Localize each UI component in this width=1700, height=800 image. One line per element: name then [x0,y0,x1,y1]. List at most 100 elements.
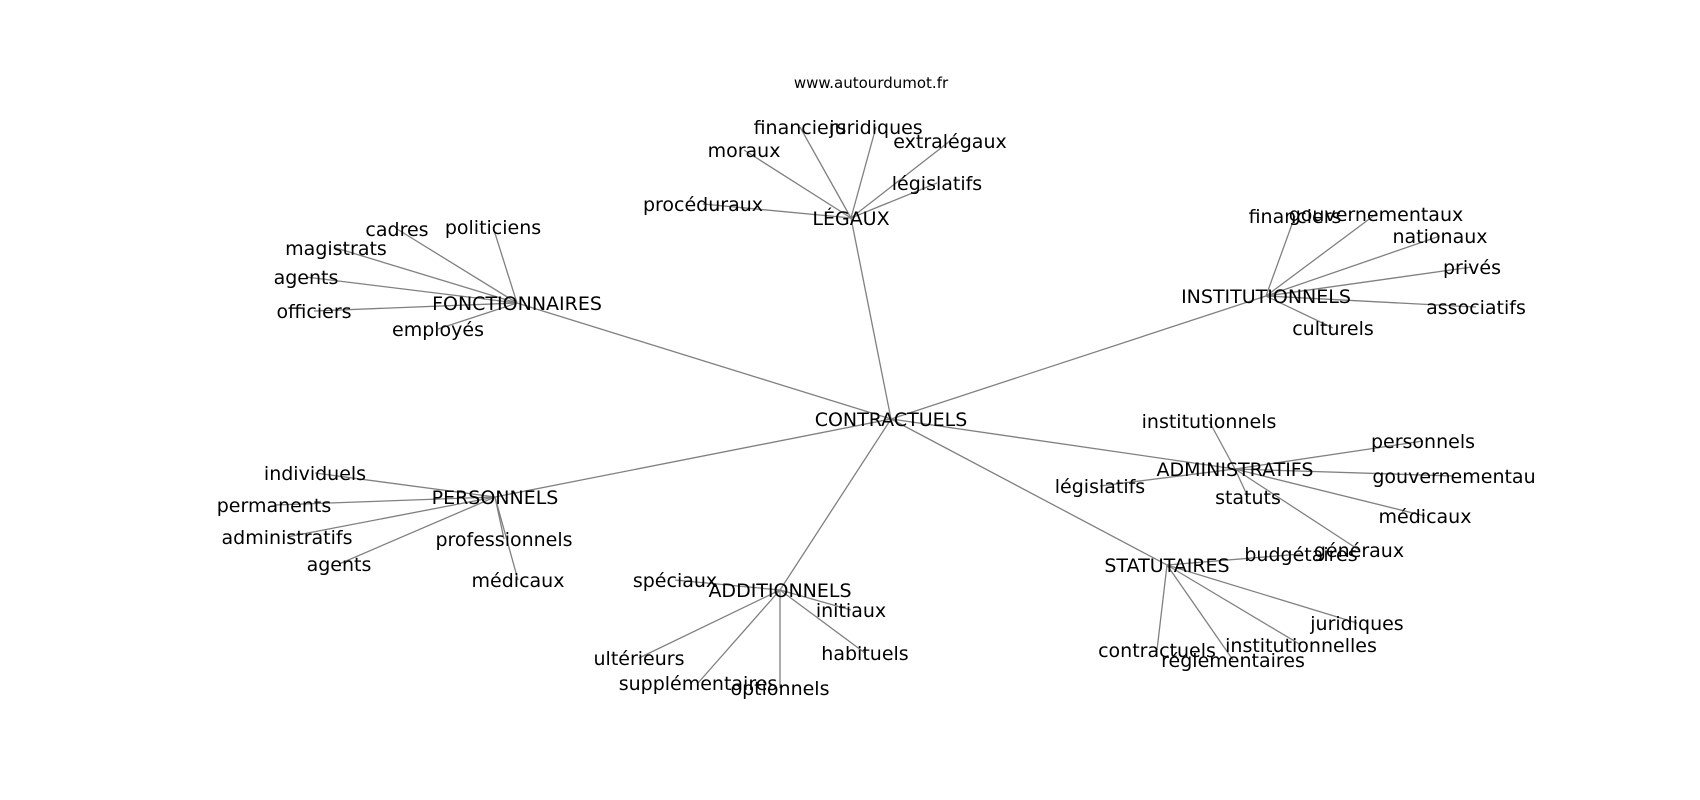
edge-additionnels-habituels [779,589,866,654]
edge-administratifs-generaux [1234,468,1360,551]
edge-personnels-medicaux [494,496,519,581]
edge-center-institutionnels [890,295,1267,420]
leaf-node-legaux-moraux: moraux [708,140,781,162]
edge-personnels-permanents [273,496,496,506]
edge-center-statutaires [890,418,1168,566]
edge-statutaires-institutionnelles [1166,564,1302,646]
leaf-node-additionnels-initiaux: initiaux [816,600,886,622]
edge-fonctionnaires-politiciens [492,226,518,304]
leaf-node-administratifs-statuts: statuts [1215,487,1281,509]
edge-personnels-administratifs [286,496,496,538]
leaf-node-fonctionnaires-cadres: cadres [365,219,428,241]
edge-statutaires-juridiques [1166,564,1358,624]
edge-administratifs-statuts [1234,468,1249,498]
edge-institutionnels-culturels [1265,295,1334,329]
edge-center-additionnels [779,418,892,591]
leaf-node-personnels-agents: agents [307,554,372,576]
leaf-node-personnels-individuels: individuels [264,463,366,485]
edge-statutaires-contractuels [1156,564,1168,651]
group-node-statutaires: STATUTAIRES [1104,555,1229,577]
leaf-node-statutaires-contractuels: contractuels [1098,640,1216,662]
edge-personnels-individuels [314,472,496,498]
watermark-text: www.autourdumot.fr [794,74,949,92]
group-node-legaux: LÉGAUX [812,207,889,230]
leaf-node-institutionnels-gouvernementaux: gouvernementaux [1289,204,1464,226]
edge-institutionnels-nationaux [1265,235,1441,297]
edge-institutionnels-associatifs [1265,295,1477,308]
leaf-node-additionnels-speciaux: spéciaux [633,570,717,592]
leaf-node-legaux-extralegaux: extralégaux [893,131,1006,153]
leaf-node-administratifs-generaux: généraux [1314,540,1404,562]
leaf-node-fonctionnaires-employes: employés [392,319,484,341]
edge-center-legaux [850,217,892,420]
leaf-node-fonctionnaires-politiciens: politiciens [445,217,541,239]
edge-fonctionnaires-cadres [396,228,518,304]
edge-center-administratifs [890,418,1236,470]
edge-institutionnels-prives [1265,266,1473,297]
center-node-label: CONTRACTUELS [815,409,968,431]
leaf-node-administratifs-medicaux: médicaux [1379,506,1472,528]
leaf-node-institutionnels-prives: privés [1443,257,1501,279]
leaf-node-additionnels-supplementaires: supplémentaires [619,673,778,695]
edge-personnels-agents [338,496,496,565]
leaf-node-personnels-administratifs: administratifs [222,527,353,549]
edges-layer [273,126,1477,688]
leaf-node-institutionnels-nationaux: nationaux [1392,226,1487,248]
leaf-node-statutaires-institutionnelles: institutionnelles [1225,635,1377,657]
leaf-node-personnels-professionnels: professionnels [435,529,572,551]
edge-administratifs-personnels [1234,440,1424,470]
leaf-node-fonctionnaires-agents: agents [274,267,339,289]
edge-additionnels-ulterieurs [638,589,781,659]
leaf-node-personnels-medicaux: médicaux [472,570,565,592]
leaf-node-legaux-proceduraux: procéduraux [643,194,763,216]
edge-administratifs-legislatifs [1099,468,1236,487]
leaf-node-fonctionnaires-officiers: officiers [276,301,351,323]
leaf-node-additionnels-optionnels: optionnels [731,678,830,700]
edge-additionnels-speciaux [674,579,781,591]
edge-fonctionnaires-magistrats [335,247,518,304]
edge-additionnels-supplementaires [697,589,781,684]
group-node-additionnels: ADDITIONNELS [708,580,851,602]
leaf-node-fonctionnaires-magistrats: magistrats [285,238,387,260]
labels-layer: www.autourdumot.fr CONTRACTUELS LÉGAUX pro… [217,74,1536,700]
leaf-node-administratifs-personnels: personnels [1371,431,1475,453]
leaf-node-institutionnels-financiers: financiers [1249,206,1342,228]
leaf-node-statutaires-juridiques: juridiques [1309,613,1403,635]
leaf-node-personnels-permanents: permanents [217,495,332,517]
edge-institutionnels-gouvernementaux [1265,213,1377,297]
edge-statutaires-budgetaires [1166,553,1302,566]
edge-center-personnels [494,418,892,498]
leaf-node-administratifs-legislatifs: législatifs [1055,476,1145,498]
group-node-institutionnels: INSTITUTIONNELS [1181,286,1351,308]
edge-legaux-legislatifs [850,182,938,219]
edge-institutionnels-financiers [1265,215,1296,297]
leaf-node-statutaires-budgetaires: budgétaires [1244,544,1357,566]
leaf-node-institutionnels-culturels: culturels [1292,318,1374,340]
edge-legaux-extralegaux [850,140,951,219]
edge-fonctionnaires-agents [305,276,518,304]
leaf-node-institutionnels-associatifs: associatifs [1426,297,1526,319]
group-node-fonctionnaires: FONCTIONNAIRES [432,293,602,315]
edge-fonctionnaires-employes [437,302,518,330]
edge-additionnels-initiaux [779,589,852,611]
leaf-node-administratifs-gouvernementau: gouvernementau [1372,466,1535,488]
leaf-node-additionnels-ulterieurs: ultérieurs [594,648,685,670]
edge-legaux-moraux [743,149,852,219]
leaf-node-legaux-legislatifs: législatifs [892,173,982,195]
group-node-personnels: PERSONNELS [432,487,559,509]
edge-legaux-proceduraux [702,203,852,219]
edge-center-fonctionnaires [516,302,892,420]
edge-administratifs-institutionnels [1208,420,1236,470]
leaf-node-administratifs-institutionnels: institutionnels [1142,411,1277,433]
edge-statutaires-reglementaires [1166,564,1234,661]
edge-legaux-financiers [799,126,852,219]
edge-administratifs-gouvernementau [1234,468,1455,477]
edge-administratifs-medicaux [1234,468,1426,517]
leaf-node-additionnels-habituels: habituels [821,643,908,665]
leaf-node-statutaires-reglementaires: réglementaires [1161,650,1305,672]
edge-legaux-juridiques [850,126,877,219]
leaf-node-legaux-financiers: financiers [754,117,847,139]
group-node-administratifs: ADMINISTRATIFS [1157,459,1314,481]
edge-fonctionnaires-officiers [313,302,518,312]
